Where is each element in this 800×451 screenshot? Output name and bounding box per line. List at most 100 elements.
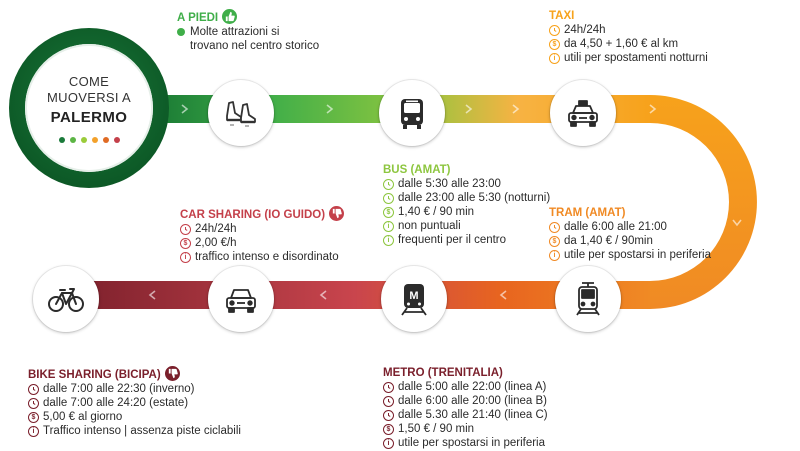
- hub-color-dots: [58, 136, 120, 143]
- step-title: TRAM (AMAT): [549, 206, 711, 220]
- info-row-text: utile per spostarsi in periferia: [564, 249, 712, 261]
- info-block-bike-sharing: BIKE SHARING (BICIPA)dalle 7:00 alle 22:…: [28, 366, 241, 438]
- hub-inner: COME MUOVERSI A PALERMO: [25, 44, 153, 172]
- info-row-text: dalle 5:00 alle 22:00 (linea A): [398, 381, 547, 393]
- hub-dot: [69, 136, 76, 143]
- node-bus: [379, 80, 445, 146]
- info-icon: i: [549, 52, 560, 64]
- clock-icon: [549, 24, 560, 36]
- clock-icon: [549, 221, 560, 233]
- info-block-a-piedi: A PIEDI Molte attrazioni si trovano nel ce…: [177, 9, 319, 53]
- tram-icon: [560, 271, 616, 327]
- info-icon: i: [383, 220, 394, 232]
- info-row: $1,50 € / 90 min: [383, 422, 548, 436]
- node-metro: M: [381, 266, 447, 332]
- car-icon: [213, 271, 269, 327]
- info-row: $ da 1,40 € / 90min: [549, 234, 711, 248]
- info-row: dalle 5.30 alle 21:40 (linea C): [383, 408, 548, 422]
- node-car-sharing: [208, 266, 274, 332]
- step-title-text: TRAM (AMAT): [549, 207, 626, 219]
- info-row: i utile per spostarsi in periferia: [383, 436, 548, 450]
- info-row: dalle 23:00 alle 5:30 (notturni): [383, 191, 550, 205]
- info-row: i traffico intenso e disordinato: [180, 250, 344, 264]
- info-row-text: frequenti per il centro: [398, 234, 507, 246]
- step-title: BUS (AMAT): [383, 163, 550, 177]
- info-row-text: utili per spostamenti notturni: [564, 52, 708, 64]
- info-row-text: 24h/24h: [195, 223, 237, 235]
- info-row-text: Traffico intenso | assenza piste ciclabi…: [43, 425, 241, 437]
- info-row-text: da 4,50 + 1,60 € al km: [564, 38, 679, 50]
- info-row-text: dalle 5.30 alle 21:40 (linea C): [398, 409, 548, 421]
- info-row-text: da 1,40 € / 90min: [564, 235, 653, 247]
- info-block-tram: TRAM (AMAT) dalle 6:00 alle 21:00 $ da 1,40…: [549, 206, 711, 262]
- dollar-icon: $: [549, 235, 560, 247]
- node-a-piedi: [208, 80, 274, 146]
- info-row-text: dalle 23:00 alle 5:30 (notturni): [398, 192, 551, 204]
- info-row-text: 1,50 € / 90 min: [398, 423, 475, 435]
- info-row-text: trovano nel centro storico: [190, 40, 320, 52]
- info-row-text: utile per spostarsi in periferia: [398, 437, 546, 449]
- bus-icon: [384, 85, 440, 141]
- dollar-icon: $: [28, 411, 39, 423]
- node-tram: [555, 266, 621, 332]
- info-row-text: Molte attrazioni si: [190, 26, 280, 38]
- step-title: METRO (TRENITALIA): [383, 366, 548, 380]
- info-icon: i: [383, 234, 394, 246]
- info-icon: i: [383, 437, 394, 449]
- step-title-text: BUS (AMAT): [383, 164, 451, 176]
- hub-dot: [80, 136, 87, 143]
- thumb-down-icon: [329, 206, 345, 221]
- step-title-text: METRO (TRENITALIA): [383, 367, 503, 379]
- step-title: TAXI: [549, 9, 708, 23]
- dollar-icon: $: [549, 38, 560, 50]
- info-row: $5,00 € al giorno: [28, 410, 241, 424]
- info-row-text: dalle 7:00 alle 24:20 (estate): [43, 397, 189, 409]
- info-row: $2,00 €/h: [180, 236, 344, 250]
- bullet-dot-icon: [177, 28, 185, 36]
- info-row: dalle 5:30 alle 23:00: [383, 177, 550, 191]
- node-bike-sharing: [33, 266, 99, 332]
- info-row: 24h/24h: [180, 222, 344, 236]
- clock-icon: [180, 223, 191, 235]
- step-title: A PIEDI: [177, 9, 319, 25]
- step-title-text: TAXI: [549, 10, 575, 22]
- info-row-text: 1,40 € / 90 min: [398, 206, 475, 218]
- info-row-text: dalle 6:00 alle 20:00 (linea B): [398, 395, 547, 407]
- dollar-icon: $: [180, 237, 191, 249]
- info-block-metro: METRO (TRENITALIA) dalle 5:00 alle 22:00 …: [383, 366, 548, 450]
- taxi-icon: [555, 85, 611, 141]
- clock-icon: [28, 383, 39, 395]
- info-row: i frequenti per il centro: [383, 233, 550, 247]
- step-title-text: A PIEDI: [177, 12, 219, 24]
- clock-icon: [383, 381, 394, 393]
- step-title: CAR SHARING (IO GUIDO): [180, 206, 345, 222]
- info-icon: i: [180, 251, 191, 263]
- step-title: BIKE SHARING (BICIPA): [28, 366, 241, 382]
- info-row-text: traffico intenso e disordinato: [195, 251, 339, 263]
- info-row: dalle 7:00 alle 22:30 (inverno): [28, 382, 241, 396]
- clock-icon: [383, 178, 394, 190]
- info-row: trovano nel centro storico: [177, 39, 319, 53]
- dollar-icon: $: [383, 206, 394, 218]
- node-taxi: [550, 80, 616, 146]
- info-row: Molte attrazioni si: [177, 25, 319, 39]
- info-row: i utili per spostamenti notturni: [549, 51, 708, 65]
- step-title-text: BIKE SHARING (BICIPA): [28, 369, 161, 381]
- hub-dot: [58, 136, 65, 143]
- svg-text:M: M: [409, 290, 418, 302]
- info-row: dalle 7:00 alle 24:20 (estate): [28, 396, 241, 410]
- step-title-text: CAR SHARING (IO GUIDO): [180, 209, 326, 221]
- hub-title-line1: COME: [68, 73, 110, 89]
- hub-dot: [102, 136, 109, 143]
- hub-dot: [113, 136, 120, 143]
- thumb-up-icon: [222, 9, 238, 24]
- hub-circle: COME MUOVERSI A PALERMO: [9, 28, 169, 188]
- info-row: dalle 5:00 alle 22:00 (linea A): [383, 380, 548, 394]
- info-row-text: dalle 6:00 alle 21:00: [564, 221, 667, 233]
